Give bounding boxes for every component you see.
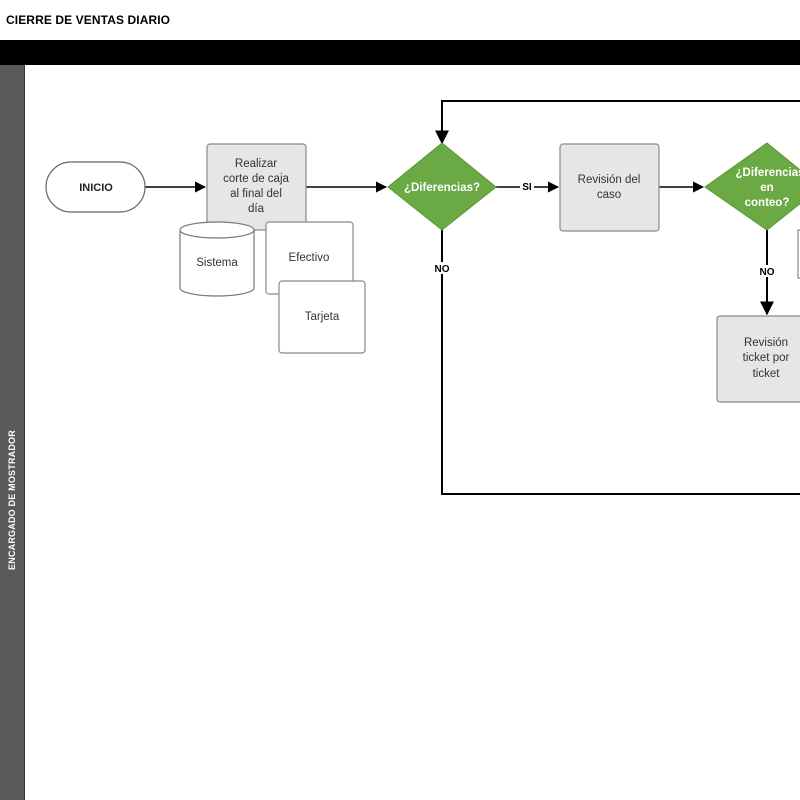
decision-diferencias <box>387 142 497 231</box>
header-bar <box>0 40 800 65</box>
diagram-title: CIERRE DE VENTAS DIARIO <box>6 13 171 27</box>
database-sistema-label: Sistema <box>196 257 238 269</box>
process-revision-ticket-line-1: Revisión <box>744 337 788 349</box>
process-revision-caso-line-2: caso <box>597 189 621 201</box>
start-terminator <box>45 161 146 213</box>
decision-conteo-line-3: conteo? <box>745 197 790 209</box>
document-tarjeta <box>278 280 366 354</box>
decision-conteo-line-1: ¿Diferencias <box>735 167 800 179</box>
process-revision-ticket-line-3: ticket <box>753 368 781 380</box>
edge-label-si: SI <box>522 182 532 193</box>
edge-no-loop <box>441 230 800 495</box>
process-realizar-line-4: día <box>248 203 265 215</box>
process-revision-caso <box>559 143 660 232</box>
edge-label-no-conteo: NO <box>760 267 775 278</box>
edge-return-loop <box>435 100 800 145</box>
process-partial-right <box>797 229 800 279</box>
decision-diferencias-conteo <box>704 142 800 231</box>
process-realizar-corte <box>206 143 307 231</box>
decision-conteo-line-2: en <box>760 182 773 194</box>
document-tarjeta-label: Tarjeta <box>305 311 340 323</box>
document-efectivo-label: Efectivo <box>289 252 330 264</box>
swimlane-header: ENCARGADO DE MOSTRADOR <box>0 65 25 800</box>
database-sistema <box>179 221 255 297</box>
process-realizar-line-1: Realizar <box>235 158 277 170</box>
process-revision-caso-line-1: Revisión del <box>578 174 641 186</box>
edge-label-no: NO <box>435 264 450 275</box>
process-realizar-line-3: al final del <box>230 188 282 200</box>
start-label: INICIO <box>79 182 113 194</box>
process-revision-ticket-line-2: ticket por <box>743 352 790 364</box>
decision-diferencias-label: ¿Diferencias? <box>404 182 480 194</box>
process-revision-ticket <box>716 315 800 403</box>
process-realizar-line-2: corte de caja <box>223 173 289 185</box>
